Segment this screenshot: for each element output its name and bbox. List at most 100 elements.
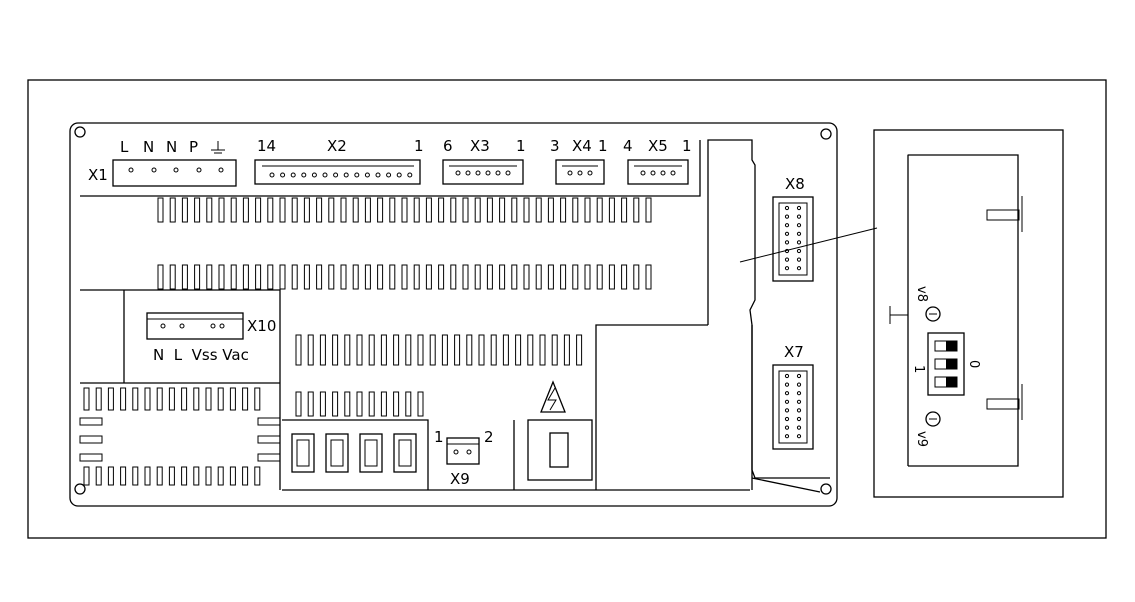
vent-slot	[475, 265, 480, 289]
x2-pin	[281, 173, 285, 177]
fuse	[550, 433, 568, 467]
x3-connector-pins	[456, 171, 510, 175]
vent-slot	[439, 198, 444, 222]
header-pin	[797, 409, 800, 412]
x10-label: X10	[247, 317, 276, 335]
vent-slot	[540, 335, 545, 365]
x2-pin	[365, 173, 369, 177]
vent-slot	[133, 467, 138, 485]
vent-slot	[243, 467, 248, 485]
mount-hole-br	[821, 484, 831, 494]
vent-slot	[516, 335, 521, 365]
vent-slot	[500, 265, 505, 289]
vent-slot	[333, 335, 338, 365]
vent-slot	[96, 388, 101, 410]
vent-slot	[170, 198, 175, 222]
vent-slot	[96, 467, 101, 485]
vent-slot	[561, 265, 566, 289]
vent-slot	[243, 265, 248, 289]
x7-label: X7	[784, 343, 804, 361]
header-pin	[797, 267, 800, 270]
vent-slot	[548, 198, 553, 222]
header-pin	[797, 426, 800, 429]
vent-slot	[84, 388, 89, 410]
vent-slot	[308, 335, 313, 365]
vent-slot	[491, 335, 496, 365]
vent-slot	[133, 388, 138, 410]
vent-slot	[255, 467, 260, 485]
vent-slot	[573, 198, 578, 222]
vent-slot	[317, 265, 322, 289]
header-pin	[797, 435, 800, 438]
vent-slot	[207, 198, 212, 222]
relay-section	[282, 420, 428, 490]
vent-slot	[402, 198, 407, 222]
vent-slot	[524, 198, 529, 222]
x1-pin-l: L	[120, 138, 129, 156]
vent-slot	[406, 335, 411, 365]
vent-slot	[218, 388, 223, 410]
vent-slot	[561, 198, 566, 222]
x2-pin	[397, 173, 401, 177]
vent-slot	[646, 198, 651, 222]
vent-slot	[157, 467, 162, 485]
vent-slot	[609, 198, 614, 222]
vent-slot	[121, 467, 126, 485]
vent-slot	[381, 392, 386, 416]
vent-slot	[577, 335, 582, 365]
dip-label-1: 1	[911, 365, 926, 373]
header-pin	[785, 241, 788, 244]
vent-slot	[317, 198, 322, 222]
main-board	[70, 123, 837, 506]
vent-slot	[170, 265, 175, 289]
vent-slot	[585, 265, 590, 289]
vent-slot	[341, 265, 346, 289]
vent-slot	[296, 392, 301, 416]
x5-pin-4: 4	[623, 137, 633, 155]
x2-label: X2	[327, 137, 347, 155]
detail-mount-pin	[890, 306, 908, 324]
vent-slot	[231, 198, 236, 222]
vent-slot	[418, 392, 423, 416]
vent-slot	[548, 265, 553, 289]
vent-slot	[169, 388, 174, 410]
vent-slot	[390, 265, 395, 289]
x9-label: X9	[450, 470, 470, 488]
vent-slot	[451, 198, 456, 222]
vent-slot	[268, 265, 273, 289]
vent-slot	[536, 265, 541, 289]
vent-slot	[406, 392, 411, 416]
vent-slot	[320, 392, 325, 416]
vent-slot	[585, 198, 590, 222]
vent-slot	[84, 467, 89, 485]
x2-connector-pins	[270, 173, 412, 177]
vent-slot	[552, 335, 557, 365]
vent-slot	[219, 198, 224, 222]
led-indicator-icon	[926, 412, 940, 426]
vent-slot	[182, 198, 187, 222]
header-pin	[797, 232, 800, 235]
vent-slot	[479, 335, 484, 365]
header-pin	[785, 392, 788, 395]
vent-slot	[528, 335, 533, 365]
vent-slot	[329, 265, 334, 289]
x2-pin	[376, 173, 380, 177]
vent-slot	[390, 198, 395, 222]
x1-label: X1	[88, 166, 108, 184]
vent-slot	[268, 198, 273, 222]
x4-connector-pins	[568, 171, 592, 175]
x4-pin-3: 3	[550, 137, 560, 155]
vent-slot	[487, 265, 492, 289]
header-pin	[797, 215, 800, 218]
vent-slot	[353, 198, 358, 222]
header-pin	[797, 206, 800, 209]
x5-connector-pins	[641, 171, 675, 175]
vent-slot	[296, 335, 301, 365]
vent-slot	[394, 392, 399, 416]
detail-board	[908, 155, 1018, 466]
x2-pin	[270, 173, 274, 177]
vent-slot	[243, 198, 248, 222]
vent-slot	[230, 388, 235, 410]
vent-slot	[231, 265, 236, 289]
vent-slot	[394, 335, 399, 365]
